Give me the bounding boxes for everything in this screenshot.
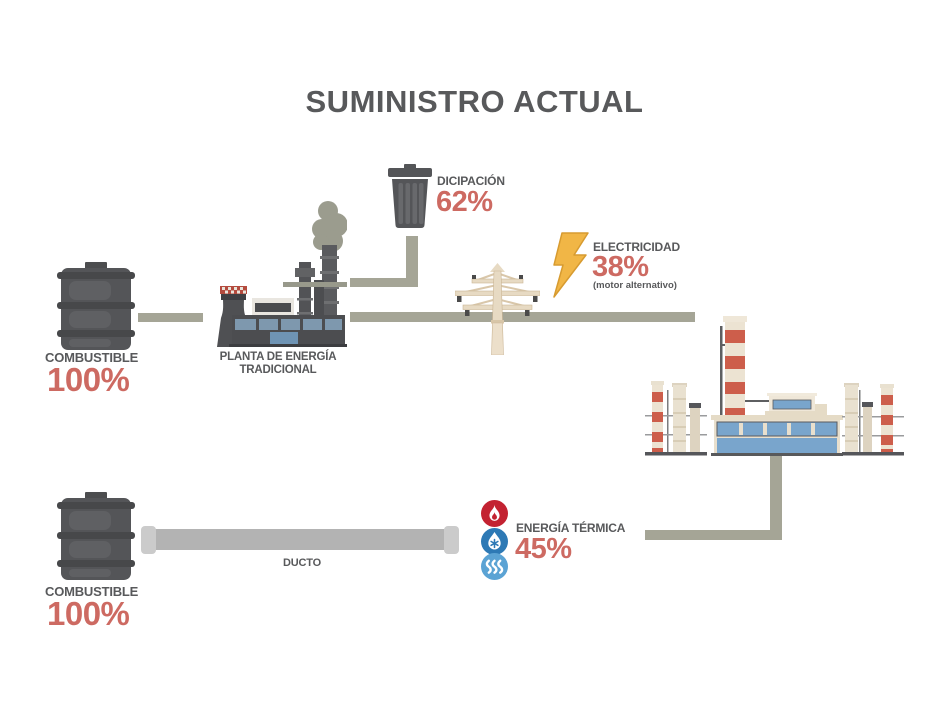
connector-factory-to-thermal: [645, 530, 782, 540]
page-title: SUMINISTRO ACTUAL: [305, 84, 644, 119]
connector-plant-to-trash-vertical: [406, 236, 418, 287]
connector-factory-down-vertical: [770, 456, 782, 539]
fuel-bottom-label: COMBUSTIBLE: [45, 584, 139, 599]
fuel-bottom-value: 100%: [47, 595, 130, 632]
power-plant-icon: [217, 201, 347, 347]
connector-plant-to-factory: [350, 312, 695, 322]
dissipation-value: 62%: [436, 186, 493, 218]
oil-barrel-icon: [57, 492, 135, 580]
factory-main-building: [711, 316, 843, 456]
fuel-top-label: COMBUSTIBLE: [45, 350, 139, 365]
pipe-flange-left: [141, 526, 156, 554]
pipe-flange-right: [444, 526, 459, 554]
thermal-value: 45%: [515, 533, 572, 565]
steam-icon: [481, 553, 508, 580]
dissipation-label: DICIPACIÓN: [437, 174, 505, 188]
fuel-top-value: 100%: [47, 361, 130, 398]
connector-fuel-to-plant: [138, 313, 203, 322]
factory-right-towers: [842, 383, 904, 456]
droplet-icon: [481, 528, 508, 555]
pipe-icon: [148, 529, 450, 550]
duct-label: DUCTO: [283, 557, 321, 569]
plant-label: PLANTA DE ENERGÍA TRADICIONAL: [196, 351, 360, 377]
lightning-bolt-icon: [553, 232, 589, 298]
electricity-label: ELECTRICIDAD: [593, 240, 680, 254]
factory-left-towers: [645, 381, 707, 456]
factory-icon: [645, 316, 904, 456]
flame-icon: [481, 500, 508, 527]
thermal-label: ENERGÍA TÉRMICA: [516, 521, 626, 535]
trash-can-icon: [388, 164, 432, 228]
plant-label-line1: PLANTA DE ENERGÍA: [219, 351, 337, 363]
electricity-sublabel: (motor alternativo): [593, 280, 677, 291]
oil-barrel-icon: [57, 262, 135, 350]
plant-label-line2: TRADICIONAL: [239, 364, 317, 376]
connector-plant-to-trash-horizontal: [350, 278, 418, 287]
electricity-value: 38%: [592, 251, 649, 283]
smoke: [312, 201, 347, 252]
transmission-tower-icon: [455, 263, 540, 355]
